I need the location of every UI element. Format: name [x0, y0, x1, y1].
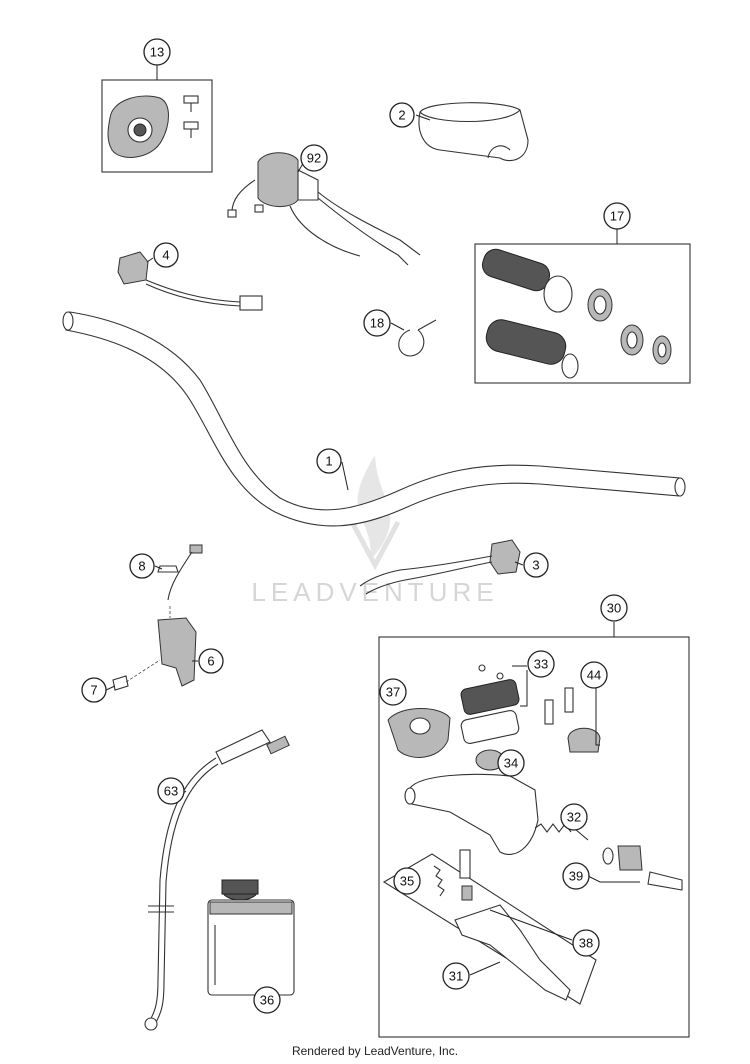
- svg-text:34: 34: [504, 756, 518, 771]
- part-7-screw: [105, 659, 161, 691]
- callout-13: 13: [143, 38, 171, 66]
- callout-35: 35: [393, 867, 421, 895]
- callout-44: 44: [580, 661, 608, 689]
- callout-3: 3: [523, 552, 549, 578]
- part-2-pad: [415, 102, 529, 162]
- svg-text:37: 37: [386, 685, 400, 700]
- watermark-text: LEADVENTURE: [251, 577, 498, 607]
- part-17-box: [474, 243, 691, 384]
- svg-text:8: 8: [138, 559, 145, 574]
- callout-6: 6: [198, 648, 224, 674]
- callout-39: 39: [562, 862, 590, 890]
- svg-text:32: 32: [567, 810, 581, 825]
- callout-32: 32: [560, 803, 588, 831]
- svg-text:1: 1: [325, 454, 332, 469]
- callout-1: 1: [316, 448, 342, 474]
- callout-63: 63: [157, 777, 185, 805]
- svg-text:31: 31: [449, 969, 463, 984]
- svg-text:36: 36: [260, 993, 274, 1008]
- part-6-bracket: [157, 606, 198, 687]
- callout-34: 34: [497, 749, 525, 777]
- svg-text:33: 33: [534, 657, 548, 672]
- part-92-throttle: [227, 152, 421, 266]
- callout-17: 17: [603, 202, 631, 230]
- watermark-v-icon: [349, 520, 401, 571]
- part-17-group: [474, 229, 691, 384]
- footer-credit: Rendered by LeadVenture, Inc.: [291, 1044, 459, 1058]
- callout-38: 38: [572, 929, 600, 957]
- callout-7: 7: [81, 677, 107, 703]
- svg-text:13: 13: [150, 45, 164, 60]
- part-30-box: [378, 636, 690, 1038]
- callout-36: 36: [253, 986, 281, 1014]
- part-3-switch: [359, 539, 524, 595]
- svg-text:4: 4: [162, 248, 169, 263]
- callout-8: 8: [129, 553, 155, 579]
- svg-text:3: 3: [532, 558, 539, 573]
- svg-text:44: 44: [587, 668, 601, 683]
- svg-text:18: 18: [370, 316, 384, 331]
- watermark: LEADVENTURE: [251, 455, 498, 607]
- callout-2: 2: [389, 102, 415, 128]
- part-30-group: [378, 622, 690, 1038]
- part-63-hose: [144, 729, 290, 1031]
- callout-4: 4: [153, 242, 179, 268]
- part-36-bottle: [207, 879, 295, 1001]
- svg-text:2: 2: [398, 108, 405, 123]
- callout-31: 31: [442, 962, 470, 990]
- callout-92: 92: [300, 144, 328, 172]
- callout-18: 18: [363, 309, 391, 337]
- callouts: 1 2 3 4 6 7 8 13 17 18 30 31 32 33 34 35…: [81, 38, 631, 1014]
- svg-text:39: 39: [569, 869, 583, 884]
- callout-30: 30: [600, 594, 628, 622]
- svg-text:30: 30: [607, 601, 621, 616]
- svg-text:63: 63: [164, 784, 178, 799]
- svg-text:7: 7: [90, 683, 97, 698]
- svg-text:38: 38: [579, 936, 593, 951]
- part-18-cable-tie: [390, 319, 437, 357]
- svg-text:6: 6: [207, 654, 214, 669]
- part-1-handlebar: [62, 311, 686, 527]
- part-4-switch: [117, 251, 263, 311]
- part-13-group: [101, 65, 213, 173]
- svg-text:35: 35: [400, 874, 414, 889]
- svg-text:92: 92: [307, 151, 321, 166]
- svg-text:17: 17: [610, 209, 624, 224]
- callout-33: 33: [527, 650, 555, 678]
- callout-37: 37: [379, 678, 407, 706]
- part-8-wire: [154, 544, 203, 601]
